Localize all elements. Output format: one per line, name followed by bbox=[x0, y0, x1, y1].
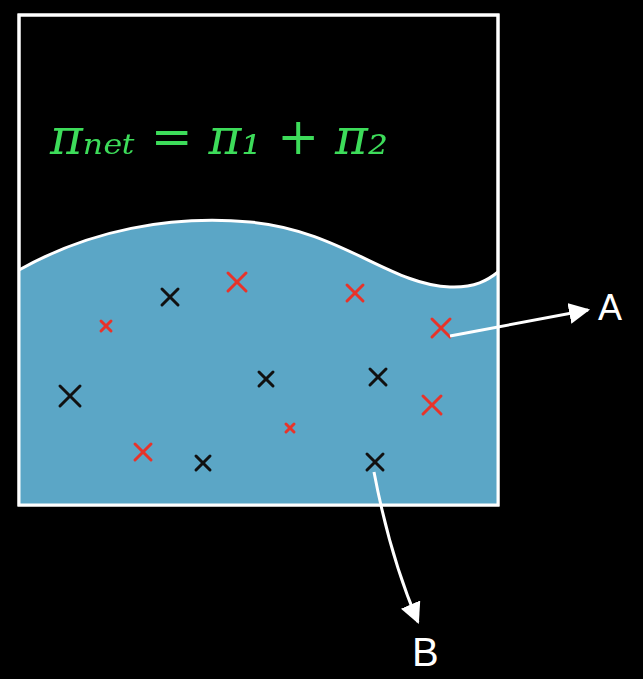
particle-cross bbox=[259, 372, 273, 386]
particle-cross bbox=[432, 319, 450, 337]
container-outline bbox=[19, 15, 498, 505]
leader-line bbox=[450, 310, 588, 336]
particle-cross bbox=[60, 386, 80, 406]
particle-cross bbox=[423, 396, 441, 414]
leader-line bbox=[374, 472, 418, 622]
particle-cross bbox=[162, 289, 178, 305]
particles bbox=[60, 273, 450, 470]
particle-cross bbox=[196, 456, 210, 470]
particle-cross bbox=[367, 454, 383, 470]
liquid-region bbox=[19, 220, 498, 505]
particle-cross bbox=[228, 273, 246, 291]
liquid-surface bbox=[19, 220, 498, 287]
callout-letter: A bbox=[598, 290, 622, 326]
particle-cross bbox=[370, 369, 386, 385]
container-box bbox=[19, 15, 498, 505]
particle-cross bbox=[135, 444, 151, 460]
particle-cross bbox=[286, 424, 294, 432]
particle-cross bbox=[101, 321, 111, 331]
equation-label: πₙₑₜ = π₁ + π₂ bbox=[50, 112, 388, 162]
particle-cross bbox=[347, 285, 363, 301]
callout-letter: B bbox=[412, 632, 439, 672]
